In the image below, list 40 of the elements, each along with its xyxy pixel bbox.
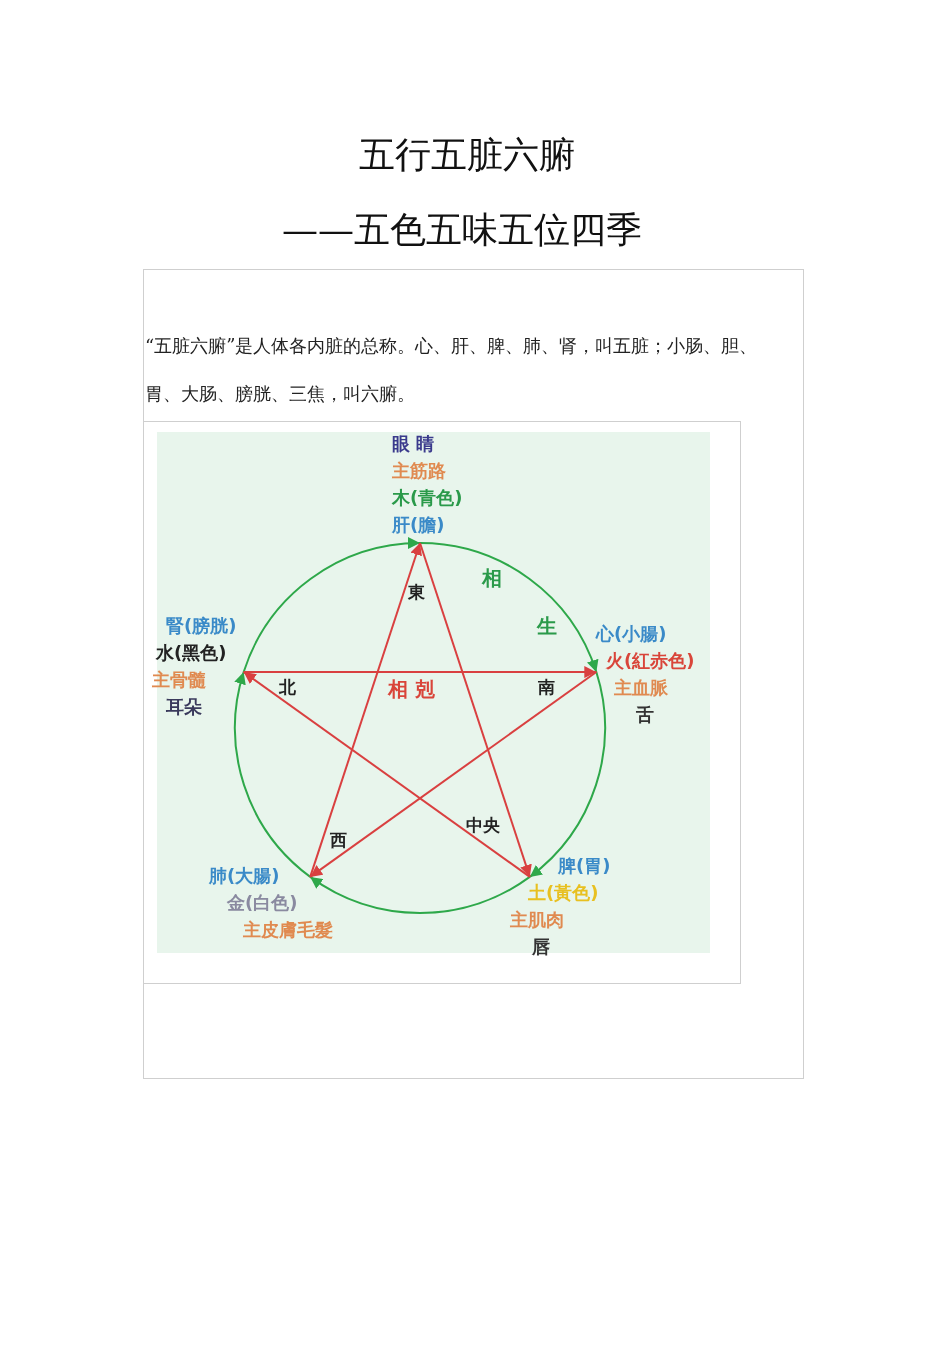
arrow [242,671,531,878]
element-label: 水(黑色) [154,641,227,665]
element-label: 主筋路 [391,459,446,483]
cycle-label: 生 [537,613,557,640]
element-label: 主肌肉 [509,908,564,932]
direction-label: 西 [330,829,347,852]
arrow [309,875,531,914]
element-label: 脾(胃) [557,854,611,878]
arrow [419,542,598,674]
element-label: 主骨髓 [151,668,206,692]
element-label: 眼 睛 [391,432,435,456]
direction-label: 中央 [466,814,500,837]
subtitle: ——五色五味五位四季 [281,208,643,252]
arrow [242,666,598,679]
element-label: 肝(膽) [391,513,445,537]
element-label: 主血脈 [613,676,668,700]
arrow [309,542,422,878]
element-label: 火(紅赤色) [605,649,695,673]
element-label: 土(黃色) [527,881,599,905]
element-label: 耳朵 [165,695,202,719]
direction-label: 東 [408,581,425,604]
element-label: 金(白色) [226,891,298,915]
element-label: 主皮膚毛髮 [242,918,333,942]
element-label: 唇 [531,935,550,959]
arrow [234,671,312,878]
element-label: 舌 [635,703,654,727]
element-label: 腎(膀胱) [165,614,237,638]
arrow [309,671,598,878]
element-label: 心(小腸) [596,622,667,646]
cycle-label: 相 剋 [388,676,435,703]
element-label: 肺(大腸) [208,864,280,888]
title: 五行五脏六腑 [358,133,576,177]
paragraph: “五脏六腑”是人体各内脏的总称。心、肝、脾、肺、肾，叫五脏；小肠、胆、胃、大肠、膀胱、三焦，叫六腑。 [145,334,759,406]
direction-label: 北 [279,676,296,699]
arrow [242,537,421,674]
arrow [419,542,532,878]
arrow [528,671,606,878]
cycle-label: 相 [482,565,502,592]
direction-label: 南 [538,676,555,699]
element-label: 木(青色) [391,486,463,510]
